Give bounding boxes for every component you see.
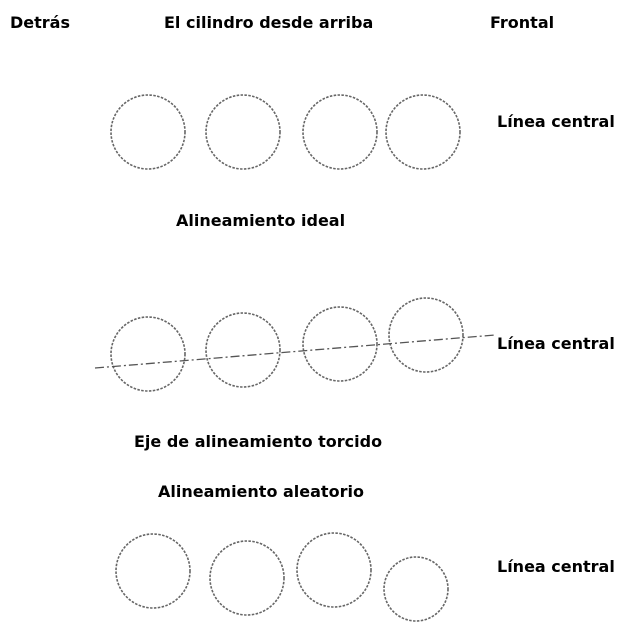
- caption-random-alignment: Alineamiento aleatorio: [158, 482, 364, 501]
- center-line-label-random: Línea central: [497, 557, 615, 576]
- center-line-label-ideal: Línea central: [497, 112, 615, 131]
- caption-crooked-alignment: Eje de alineamiento torcido: [134, 432, 383, 451]
- random-alignment-row: [115, 532, 449, 622]
- cylinder-circle: [302, 94, 378, 170]
- cylinder-circle: [385, 94, 461, 170]
- cylinder-circle: [110, 316, 186, 392]
- header-front-label: Frontal: [490, 13, 555, 32]
- cylinder-circle: [388, 297, 464, 373]
- header-back-label: Detrás: [10, 13, 70, 32]
- cylinder-circle: [296, 532, 372, 608]
- center-line-label-crooked: Línea central: [497, 334, 615, 353]
- cylinder-circle: [302, 306, 378, 382]
- crooked-alignment-row: [94, 297, 496, 392]
- tilted-center-line: [94, 334, 496, 369]
- caption-ideal-alignment: Alineamiento ideal: [176, 211, 346, 230]
- cylinder-circle: [115, 533, 191, 609]
- cylinder-circle: [209, 540, 285, 616]
- ideal-alignment-row: [110, 94, 461, 170]
- cylinder-circle: [110, 94, 186, 170]
- cylinder-circle: [205, 94, 281, 170]
- cylinder-circle: [205, 312, 281, 388]
- diagram-title: El cilindro desde arriba: [164, 13, 374, 32]
- cylinder-circle: [383, 556, 449, 622]
